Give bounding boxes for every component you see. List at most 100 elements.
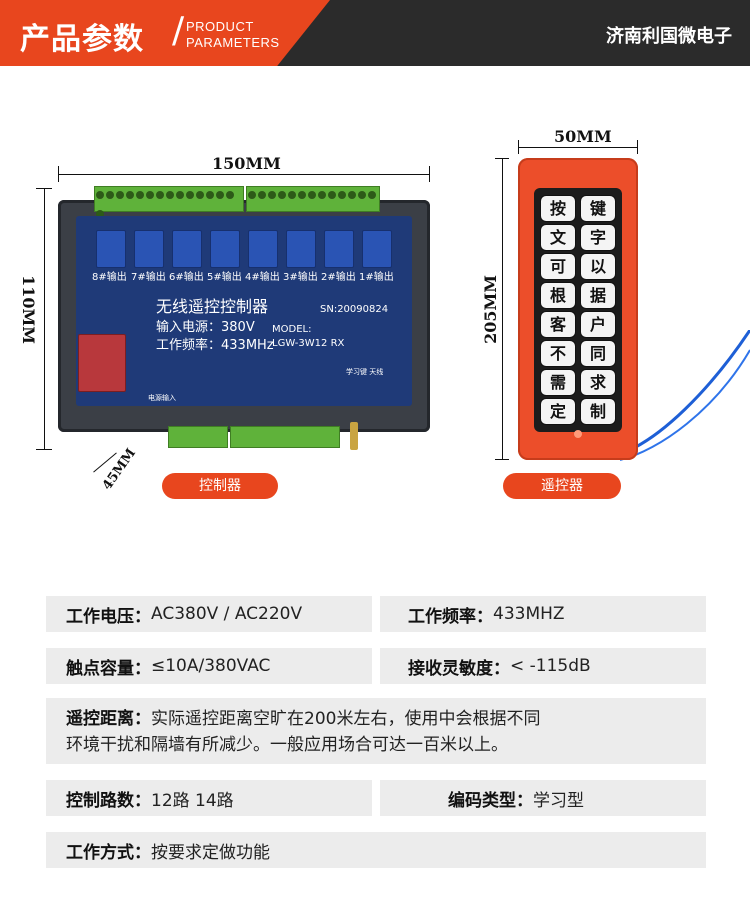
header-english-title: PRODUCT PARAMETERS <box>186 19 280 51</box>
spec-voltage-label: 工作电压： <box>66 606 151 627</box>
controller-product-image: 8#输出 7#输出 6#输出 5#输出 4#输出 3#输出 2#输出 1#输出 … <box>58 186 430 450</box>
spec-sensitivity-row: 接收灵敏度： < -115dB <box>380 648 706 684</box>
spec-distance-text: 遥控距离：实际遥控距离空旷在200米左右，使用中会根据不同 环境干扰和隔墙有所减… <box>66 706 540 758</box>
remote-key: 键 <box>581 196 615 221</box>
spec-coding-row: 编码类型： 学习型 <box>380 780 706 816</box>
remote-width-label: 50MM <box>554 127 612 146</box>
remote-key: 户 <box>581 312 615 337</box>
header-slash: / <box>172 10 185 51</box>
remote-key: 文 <box>541 225 575 250</box>
spec-contact-label: 触点容量： <box>66 658 151 679</box>
remote-key: 按 <box>541 196 575 221</box>
spec-distance-label: 遥控距离： <box>66 709 151 729</box>
relay <box>248 230 278 268</box>
remote-key: 定 <box>541 399 575 424</box>
output-label: 6#输出 <box>169 272 204 283</box>
remote-product-image: 按 键 文 字 可 以 根 据 客 户 不 同 需 求 定 制 <box>518 158 638 460</box>
board-model-label: MODEL: <box>272 324 312 335</box>
spec-channels-row: 控制路数： 12路 14路 <box>46 780 372 816</box>
output-label: 7#输出 <box>131 272 166 283</box>
relay <box>324 230 354 268</box>
remote-key: 同 <box>581 341 615 366</box>
spec-mode-row: 工作方式： 按要求定做功能 <box>46 832 706 868</box>
remote-width-line <box>518 147 638 148</box>
remote-caption: 遥控器 <box>503 473 621 499</box>
remote-height-tick-bottom <box>495 459 509 460</box>
relay <box>362 230 392 268</box>
remote-key: 字 <box>581 225 615 250</box>
remote-key: 客 <box>541 312 575 337</box>
controller-height-line <box>44 188 45 450</box>
transformer <box>78 334 126 392</box>
remote-height-line <box>502 158 503 460</box>
output-label: 4#输出 <box>245 272 280 283</box>
controller-height-label: 110MM <box>18 275 38 344</box>
spec-voltage-value: AC380V / AC220V <box>151 604 303 624</box>
spec-distance-row: 遥控距离：实际遥控距离空旷在200米左右，使用中会根据不同 环境干扰和隔墙有所减… <box>46 698 706 764</box>
header-english-line-2: PARAMETERS <box>186 35 280 50</box>
terminal-block-top-left <box>94 186 244 218</box>
relay <box>286 230 316 268</box>
power-input-label: 电源输入 <box>148 394 176 402</box>
remote-led-indicator <box>574 430 582 438</box>
remote-key: 制 <box>581 399 615 424</box>
relay <box>172 230 202 268</box>
board-voltage: 输入电源：380V <box>156 320 255 335</box>
controller-depth-label: 45MM <box>99 445 140 494</box>
header-bar: 产品参数 / PRODUCT PARAMETERS 济南利国微电子 <box>0 0 750 66</box>
controller-pcb: 8#输出 7#输出 6#输出 5#输出 4#输出 3#输出 2#输出 1#输出 … <box>76 216 412 406</box>
spec-distance-value-line-1: 实际遥控距离空旷在200米左右，使用中会根据不同 <box>151 709 541 729</box>
remote-key: 以 <box>581 254 615 279</box>
output-label: 2#输出 <box>321 272 356 283</box>
output-label: 1#输出 <box>359 272 394 283</box>
remote-keypad: 按 键 文 字 可 以 根 据 客 户 不 同 需 求 定 制 <box>534 188 622 432</box>
board-frequency: 工作频率：433MHz <box>156 338 274 353</box>
spec-coding-label: 编码类型： <box>448 790 533 811</box>
header-english-line-1: PRODUCT <box>186 19 254 34</box>
output-label: 8#输出 <box>92 272 127 283</box>
header-title: 产品参数 <box>20 22 144 57</box>
remote-width-tick-right <box>637 140 638 154</box>
spec-frequency-label: 工作频率： <box>408 606 493 627</box>
antenna-connector <box>350 422 358 450</box>
terminal-block-bottom-left <box>168 426 228 448</box>
remote-width-tick-left <box>518 140 519 154</box>
spec-sensitivity-label: 接收灵敏度： <box>408 658 510 679</box>
remote-key: 根 <box>541 283 575 308</box>
controller-height-tick-top <box>36 188 52 189</box>
spec-mode-value: 按要求定做功能 <box>151 842 270 863</box>
remote-key: 不 <box>541 341 575 366</box>
board-title: 无线遥控控制器 <box>156 297 269 316</box>
spec-distance-value-line-2: 环境干扰和隔墙有所减少。一般应用场合可达一百米以上。 <box>66 735 508 755</box>
spec-sensitivity-value: < -115dB <box>510 656 591 676</box>
controller-width-label: 150MM <box>212 154 281 173</box>
output-label: 5#输出 <box>207 272 242 283</box>
spec-voltage-row: 工作电压： AC380V / AC220V <box>46 596 372 632</box>
controller-height-tick-bottom <box>36 449 52 450</box>
remote-height-tick-top <box>495 158 509 159</box>
remote-height-label: 205MM <box>480 275 500 344</box>
learn-antenna-label: 学习键 天线 <box>346 368 384 376</box>
spec-channels-value: 12路 14路 <box>151 790 234 811</box>
terminal-block-top-right <box>246 186 380 212</box>
relay <box>210 230 240 268</box>
board-serial: SN:20090824 <box>320 304 389 315</box>
remote-lanyard <box>620 330 750 461</box>
relay <box>134 230 164 268</box>
remote-key: 需 <box>541 370 575 395</box>
controller-caption: 控制器 <box>162 473 278 499</box>
output-label: 3#输出 <box>283 272 318 283</box>
spec-coding-value: 学习型 <box>533 790 584 811</box>
company-name: 济南利国微电子 <box>606 26 732 47</box>
spec-frequency-row: 工作频率： 433MHZ <box>380 596 706 632</box>
relay <box>96 230 126 268</box>
spec-channels-label: 控制路数： <box>66 790 151 811</box>
spec-mode-label: 工作方式： <box>66 842 151 863</box>
controller-width-line <box>58 174 430 175</box>
remote-key: 求 <box>581 370 615 395</box>
spec-contact-row: 触点容量： ≤10A/380VAC <box>46 648 372 684</box>
terminal-block-bottom-right <box>230 426 340 448</box>
remote-key: 可 <box>541 254 575 279</box>
controller-width-tick-left <box>58 166 59 182</box>
header-accent-block <box>0 0 330 66</box>
